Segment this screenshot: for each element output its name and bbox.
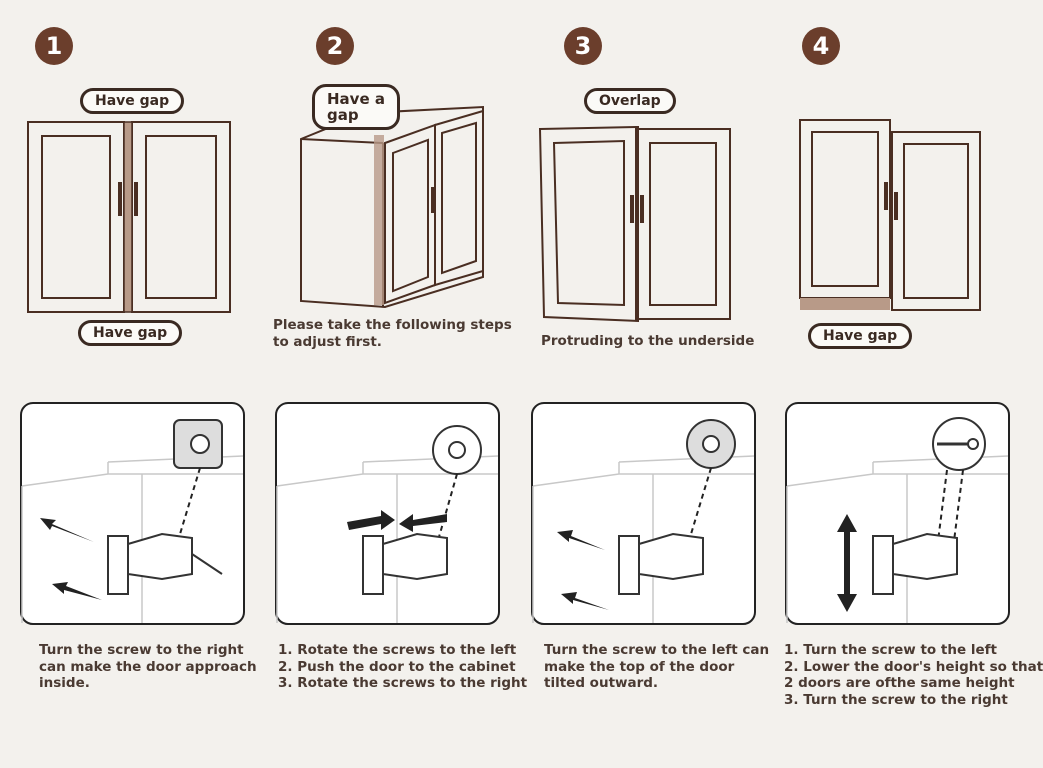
have-gap-tag-step4: Have gap [808, 323, 913, 349]
hinge-panel-3 [531, 402, 756, 625]
step-number-2: 2 [316, 27, 354, 65]
caption-line: 2 doors are ofthe same height [784, 675, 1015, 691]
corner-cabinet-diagram [300, 105, 484, 309]
have-gap-top-tag: Have gap [80, 88, 185, 114]
hinge-panel-2 [275, 402, 500, 625]
step3-top-caption: Protruding to the underside [541, 333, 755, 349]
overlap-tag: Overlap [584, 88, 676, 114]
hinge-panel-4 [785, 402, 1010, 625]
have-a-gap-line2: gap [327, 106, 359, 124]
caption-panel-1: Turn the screw to the right can make the… [39, 642, 257, 692]
have-a-gap-tag: Have a gap [312, 84, 400, 130]
caption-line: 1. Turn the screw to the left [784, 642, 997, 658]
step-number-1: 1 [35, 27, 73, 65]
step-number-3: 3 [564, 27, 602, 65]
have-a-gap-line1: Have a [327, 90, 385, 108]
caption-line: 2. Lower the door's height so that [784, 658, 1043, 675]
step2-top-caption: Please take the following steps to adjus… [273, 317, 512, 350]
caption-line: can make the door approach [39, 658, 257, 675]
caption-panel-2: 1. Rotate the screws to the left 2. Push… [278, 642, 527, 692]
doors-gap-diagram [27, 121, 231, 313]
caption-line: to adjust first. [273, 333, 382, 350]
caption-line: 1. Rotate the screws to the left [278, 642, 517, 658]
caption-line: 2. Push the door to the cabinet [278, 658, 516, 675]
caption-line: Turn the screw to the left can [544, 642, 770, 658]
have-gap-bottom-tag: Have gap [78, 320, 183, 346]
hinge-panel-1 [20, 402, 245, 625]
caption-line: 3. Turn the screw to the right [784, 691, 1008, 708]
caption-line: Please take the following steps [273, 317, 512, 333]
caption-line: Turn the screw to the right [39, 642, 244, 658]
step-number-4: 4 [802, 27, 840, 65]
caption-panel-3: Turn the screw to the left can make the … [544, 642, 769, 692]
overlap-doors-diagram [538, 125, 731, 323]
height-gap-doors-diagram [799, 119, 981, 311]
caption-panel-4: 1. Turn the screw to the left 2. Lower t… [784, 642, 1043, 708]
caption-line: inside. [39, 675, 90, 691]
caption-line: 3. Rotate the screws to the right [278, 675, 528, 691]
caption-line: make the top of the door [544, 658, 735, 675]
caption-line: tilted outward. [544, 675, 659, 691]
